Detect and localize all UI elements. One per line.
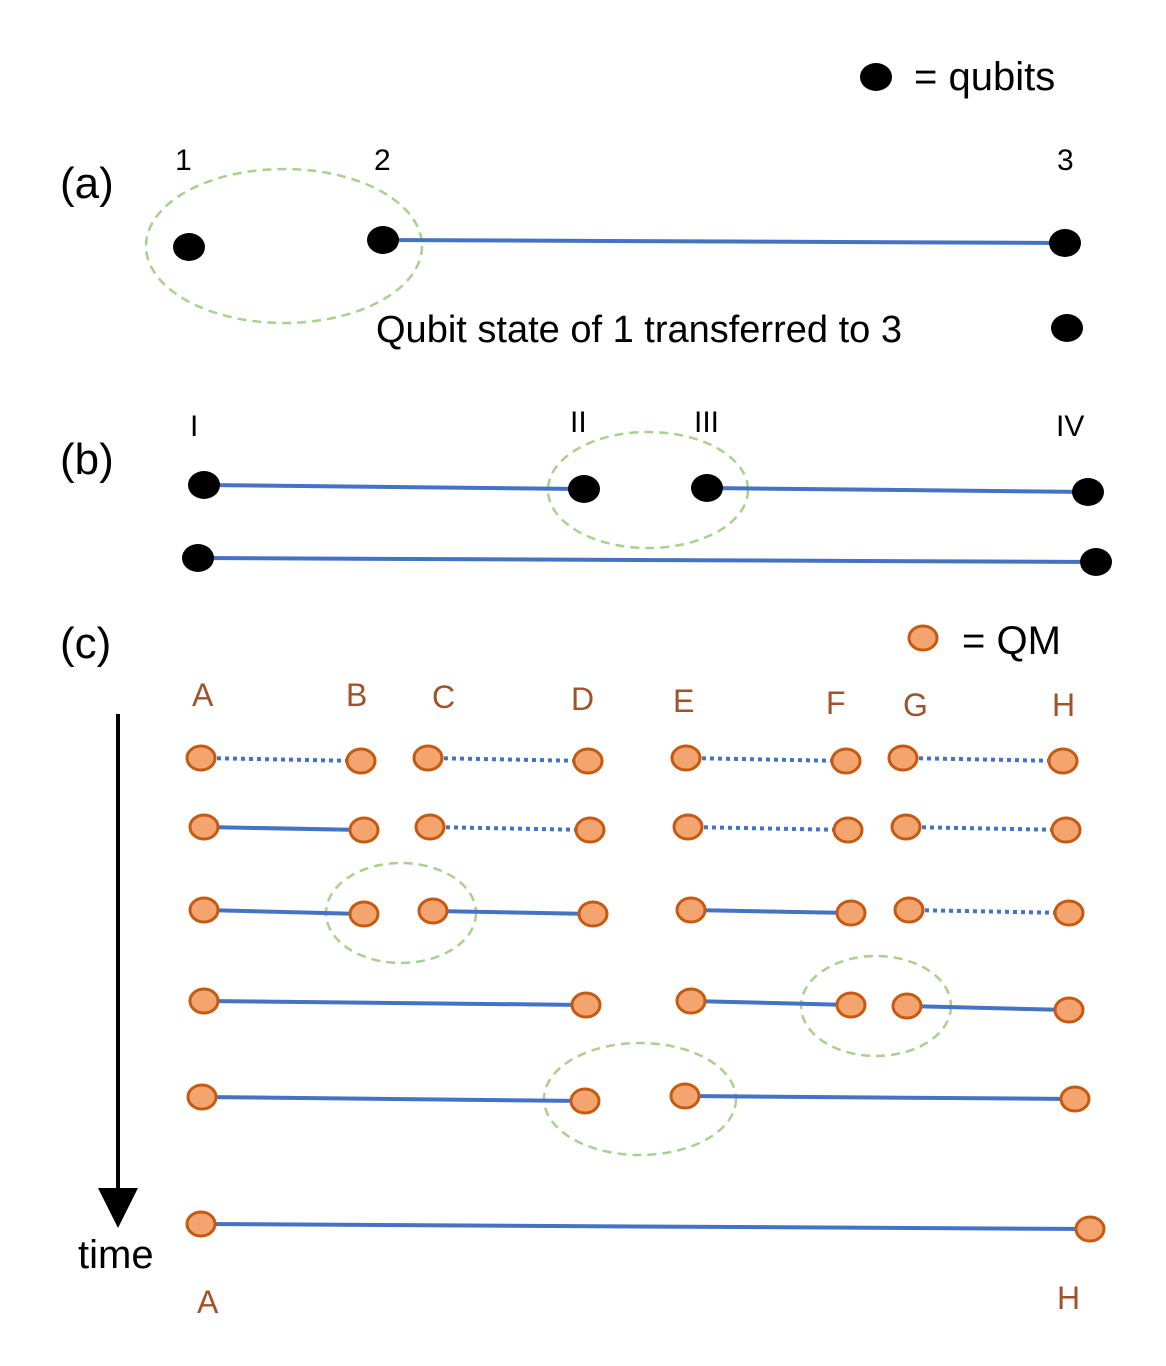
panel-b-qubit-IV [1072,478,1104,506]
panel-c-bottom-label-H: H [1057,1280,1080,1316]
panel-b-link-I-IV [197,556,1097,564]
panel-c-top-label-G: G [903,687,928,723]
panel-a-qubit-3 [1049,229,1081,257]
row2-qm-G [890,813,922,841]
legend-qm-dot [907,624,939,652]
panel-c-top-label-F: F [826,685,846,721]
row2-qm-D [574,816,606,844]
panel-a-qubit-2 [367,226,399,254]
panel-a-transfer-note: Qubit state of 1 transferred to 3 [376,309,902,351]
row1-qm-C [412,744,444,772]
row3-link-A-B [203,908,365,916]
panel-a-label-2: 2 [374,144,391,177]
row1-qm-D [572,747,604,775]
panel-a-transferred-qubit [1051,314,1083,342]
row3-link-G-H [908,908,1070,915]
panel-c-top-label-H: H [1052,687,1075,723]
row2-qm-C [414,813,446,841]
panel-c-bottom-label-A: A [197,1284,219,1320]
row6-qm-H [1074,1215,1106,1243]
row3-link-C-D [432,909,594,916]
row3-qm-B [348,900,380,928]
row1-qm-F [830,747,862,775]
panel-c-top-label-D: D [571,681,594,717]
row4-qm-A [188,987,220,1015]
row3-qm-E [675,896,707,924]
panel-c-top-label-A: A [192,677,214,713]
row1-qm-H [1047,747,1079,775]
panel-b-label-II: II [570,406,587,439]
row1-qm-E [670,744,702,772]
panel-b-qubit-III [691,474,723,502]
row1-qm-B [345,747,377,775]
panel-c-tag: (c) [60,619,111,668]
row6-qm-A [185,1210,217,1238]
row3-qm-A [188,896,220,924]
row1-link-C-D [427,756,589,763]
panel-b-link-III-IV [706,486,1089,494]
row4-link-E-F [690,999,852,1007]
row5-link-E-H [684,1094,1076,1101]
panel-a-label-1: 1 [175,144,192,177]
row3-qm-D [577,900,609,928]
row2-qm-E [672,813,704,841]
row4-qm-G [891,992,923,1020]
row4-qm-H [1053,996,1085,1024]
panel-a-qubit-1 [173,233,205,261]
row2-qm-H [1050,816,1082,844]
row2-link-G-H [905,825,1067,832]
row1-link-G-H [902,756,1064,763]
panel-b-qubit-I [188,471,220,499]
panel-a-label-3: 3 [1057,144,1074,177]
row2-qm-A [188,813,220,841]
panel-b-qubit-I-final [182,544,214,572]
row2-link-E-F [687,825,849,832]
panel-b-label-III: III [694,406,719,439]
row4-qm-F [835,991,867,1019]
row1-qm-A [185,744,217,772]
row3-qm-C [417,897,449,925]
time-label: time [78,1233,154,1277]
row4-qm-D [570,991,602,1019]
row5-qm-H [1059,1085,1091,1113]
row4-link-G-H [906,1004,1070,1012]
panel-b-qubit-IV-final [1080,548,1112,576]
row3-qm-F [835,899,867,927]
panel-b-link-I-II [203,483,585,491]
panel-b-tag: (b) [60,435,114,484]
row2-link-C-D [429,825,591,832]
row2-qm-B [348,816,380,844]
legend-qubit-dot [860,63,892,91]
panel-c-top-label-B: B [346,677,367,713]
row1-link-A-B [200,756,362,763]
legend-qubits-label: = qubits [914,55,1055,99]
legend-qm-label: = QM [962,619,1061,663]
row6-link-A-H [200,1222,1091,1231]
panel-c-top-label-C: C [432,679,455,715]
row3-link-E-F [690,908,852,915]
row1-link-E-F [685,756,847,763]
row1-qm-G [887,744,919,772]
row5-qm-E [669,1082,701,1110]
panel-b-label-IV: IV [1056,410,1084,443]
row3-qm-G [893,896,925,924]
row2-link-A-B [203,825,365,832]
panel-a-link-2-3 [382,238,1066,245]
panel-b-qubit-II [568,475,600,503]
row4-link-A-D [203,999,587,1007]
row5-link-A-D [201,1095,586,1103]
panel-b-label-I: I [190,410,198,443]
row5-qm-D [569,1087,601,1115]
panel-a-bell-measurement-circle [144,167,424,325]
row4-qm-E [675,987,707,1015]
row5-qm-A [186,1083,218,1111]
panel-a-tag: (a) [60,159,114,208]
row3-qm-H [1053,899,1085,927]
row2-qm-F [832,816,864,844]
panel-c-top-label-E: E [673,683,694,719]
